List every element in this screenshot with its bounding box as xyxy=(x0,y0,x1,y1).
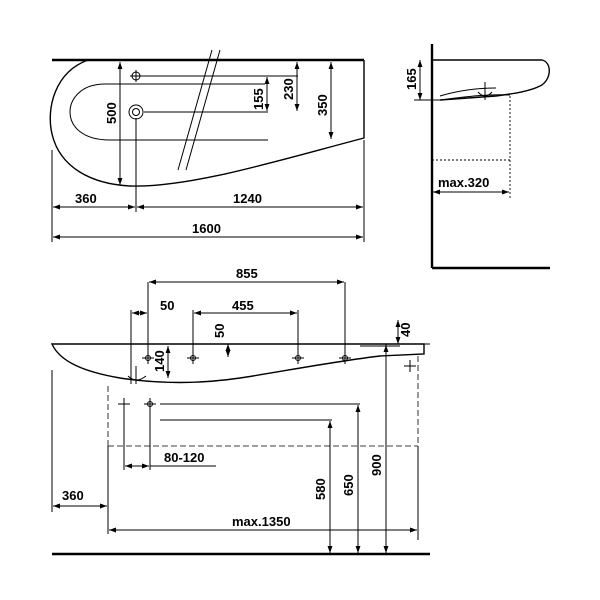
label-155: 155 xyxy=(251,88,266,110)
label-50-vertical: 50 xyxy=(212,324,227,338)
hole-icon xyxy=(339,352,351,364)
break-line xyxy=(185,49,221,171)
drain-symbol xyxy=(477,82,493,100)
drain-icon xyxy=(128,104,144,120)
top-view: 500 155 230 350 360 1240 1600 xyxy=(49,49,365,242)
label-40: 40 xyxy=(398,323,413,337)
front-view: 855 50 455 50 140 40 80-120 360 max.1350… xyxy=(50,266,430,556)
label-80-120: 80-120 xyxy=(164,450,204,465)
label-1240: 1240 xyxy=(233,191,262,206)
hole-icon xyxy=(292,352,304,364)
label-165: 165 xyxy=(404,68,419,90)
hole-icon xyxy=(142,352,154,364)
basin-outline-top xyxy=(49,59,365,187)
label-650: 650 xyxy=(341,474,356,496)
label-230: 230 xyxy=(281,78,296,100)
basin-underside xyxy=(439,94,511,101)
label-350: 350 xyxy=(315,94,330,116)
tap-hole-icon xyxy=(130,70,142,82)
label-580: 580 xyxy=(313,478,328,500)
supply-hole-icon xyxy=(144,398,156,410)
label-max1350: max.1350 xyxy=(232,514,291,529)
label-max320: max.320 xyxy=(438,175,489,190)
supply-hole-icon xyxy=(118,398,130,410)
label-500: 500 xyxy=(104,102,119,124)
label-360-front: 360 xyxy=(62,488,84,503)
label-360: 360 xyxy=(75,191,97,206)
label-455: 455 xyxy=(232,298,254,313)
side-view: 165 max.320 xyxy=(404,44,550,270)
label-1600: 1600 xyxy=(192,221,221,236)
label-140: 140 xyxy=(152,350,167,372)
label-900: 900 xyxy=(369,454,384,476)
basin-outline-front xyxy=(50,343,425,384)
inner-bowl-outline xyxy=(69,83,268,141)
label-50: 50 xyxy=(160,298,174,313)
hole-icon xyxy=(404,360,416,372)
hole-icon xyxy=(187,352,199,364)
label-855: 855 xyxy=(236,266,258,281)
break-line xyxy=(177,49,213,171)
